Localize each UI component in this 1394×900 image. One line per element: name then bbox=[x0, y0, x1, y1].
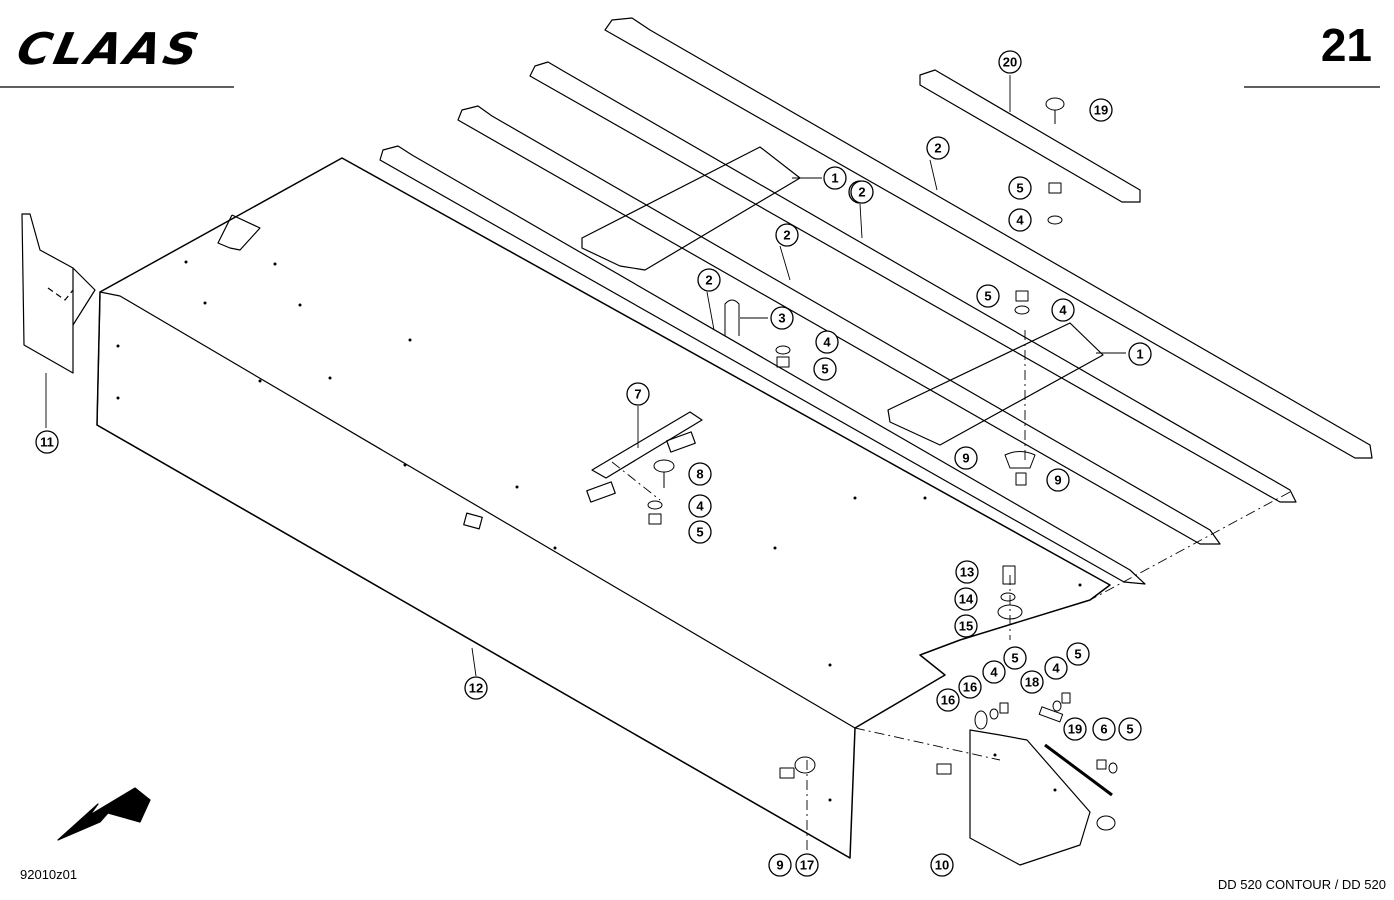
callout-2: 2 bbox=[850, 180, 874, 204]
callout-label: 16 bbox=[941, 693, 955, 708]
callout-label: 12 bbox=[469, 681, 483, 696]
callout-layer: 1122222344444455555556789991011121314151… bbox=[35, 50, 1152, 877]
callout-label: 5 bbox=[1016, 181, 1023, 196]
callout-label: 5 bbox=[1074, 647, 1081, 662]
callout-4: 4 bbox=[1008, 208, 1032, 232]
callout-16: 16 bbox=[936, 688, 960, 712]
callout-2: 2 bbox=[775, 223, 799, 247]
left-side-bracket bbox=[21, 213, 96, 374]
callout-label: 4 bbox=[823, 335, 831, 350]
callout-6: 6 bbox=[1092, 717, 1116, 741]
callout-9: 9 bbox=[1046, 468, 1070, 492]
callout-15: 15 bbox=[954, 614, 978, 638]
callout-14: 14 bbox=[954, 587, 978, 611]
callout-label: 5 bbox=[1126, 722, 1133, 737]
callout-5: 5 bbox=[976, 284, 1000, 308]
callout-label: 20 bbox=[1003, 55, 1017, 70]
page-number: 21 bbox=[1320, 19, 1372, 71]
callout-label: 4 bbox=[1016, 213, 1024, 228]
callout-label: 19 bbox=[1068, 722, 1082, 737]
callout-17: 17 bbox=[795, 853, 819, 877]
callout-2: 2 bbox=[697, 268, 721, 292]
callout-9: 9 bbox=[768, 853, 792, 877]
callout-2: 2 bbox=[926, 136, 950, 160]
callout-19: 19 bbox=[1089, 98, 1113, 122]
callout-4: 4 bbox=[815, 330, 839, 354]
callout-5: 5 bbox=[688, 520, 712, 544]
callout-label: 6 bbox=[1100, 722, 1107, 737]
callout-label: 7 bbox=[634, 387, 641, 402]
direction-arrow-icon bbox=[57, 787, 151, 841]
callout-5: 5 bbox=[1066, 642, 1090, 666]
callout-label: 19 bbox=[1094, 103, 1108, 118]
callout-label: 4 bbox=[1059, 303, 1067, 318]
callout-label: 8 bbox=[696, 467, 703, 482]
floor-panel bbox=[96, 157, 1111, 859]
callout-label: 18 bbox=[1025, 675, 1039, 690]
callout-4: 4 bbox=[688, 494, 712, 518]
callout-label: 2 bbox=[858, 185, 865, 200]
callout-5: 5 bbox=[1008, 176, 1032, 200]
callout-4: 4 bbox=[1044, 656, 1068, 680]
callout-label: 14 bbox=[959, 592, 974, 607]
callout-label: 1 bbox=[1136, 347, 1143, 362]
callout-9: 9 bbox=[954, 446, 978, 470]
callout-20: 20 bbox=[998, 50, 1022, 74]
callout-19: 19 bbox=[1063, 717, 1087, 741]
callout-label: 9 bbox=[776, 858, 783, 873]
callout-10: 10 bbox=[930, 853, 954, 877]
callout-label: 5 bbox=[696, 525, 703, 540]
callout-label: 5 bbox=[821, 362, 828, 377]
callout-label: 13 bbox=[960, 565, 974, 580]
callout-1: 1 bbox=[1128, 342, 1152, 366]
support-bracket bbox=[591, 411, 703, 479]
callout-label: 9 bbox=[962, 451, 969, 466]
callout-label: 2 bbox=[783, 228, 790, 243]
callout-label: 15 bbox=[959, 619, 973, 634]
callout-label: 17 bbox=[800, 858, 814, 873]
callout-label: 5 bbox=[1011, 651, 1018, 666]
callout-8: 8 bbox=[688, 462, 712, 486]
callout-13: 13 bbox=[955, 560, 979, 584]
model-designation: DD 520 CONTOUR / DD 520 bbox=[1217, 877, 1386, 892]
callout-label: 3 bbox=[778, 311, 785, 326]
callout-4: 4 bbox=[982, 660, 1006, 684]
callout-11: 11 bbox=[35, 430, 59, 454]
callout-label: 4 bbox=[1052, 661, 1060, 676]
top-bar bbox=[919, 69, 1141, 203]
callout-5: 5 bbox=[1003, 646, 1027, 670]
callout-18: 18 bbox=[1020, 670, 1044, 694]
callout-label: 2 bbox=[705, 273, 712, 288]
callout-label: 5 bbox=[984, 289, 991, 304]
callout-7: 7 bbox=[626, 382, 650, 406]
drawing-code: 92010z01 bbox=[20, 867, 78, 882]
end-cover bbox=[969, 729, 1091, 866]
callout-label: 9 bbox=[1054, 473, 1061, 488]
callout-16: 16 bbox=[958, 675, 982, 699]
callout-label: 1 bbox=[831, 171, 838, 186]
callout-4: 4 bbox=[1051, 298, 1075, 322]
callout-label: 11 bbox=[40, 435, 54, 450]
callout-label: 16 bbox=[963, 680, 977, 695]
slat-rails bbox=[379, 17, 1373, 585]
cross-plates bbox=[581, 146, 1104, 446]
callout-label: 10 bbox=[935, 858, 949, 873]
callout-5: 5 bbox=[1118, 717, 1142, 741]
callout-label: 2 bbox=[934, 141, 941, 156]
callout-label: 4 bbox=[696, 499, 704, 514]
callout-5: 5 bbox=[813, 357, 837, 381]
callout-1: 1 bbox=[823, 166, 847, 190]
callout-3: 3 bbox=[770, 306, 794, 330]
callout-label: 4 bbox=[990, 665, 998, 680]
callout-12: 12 bbox=[464, 676, 488, 700]
